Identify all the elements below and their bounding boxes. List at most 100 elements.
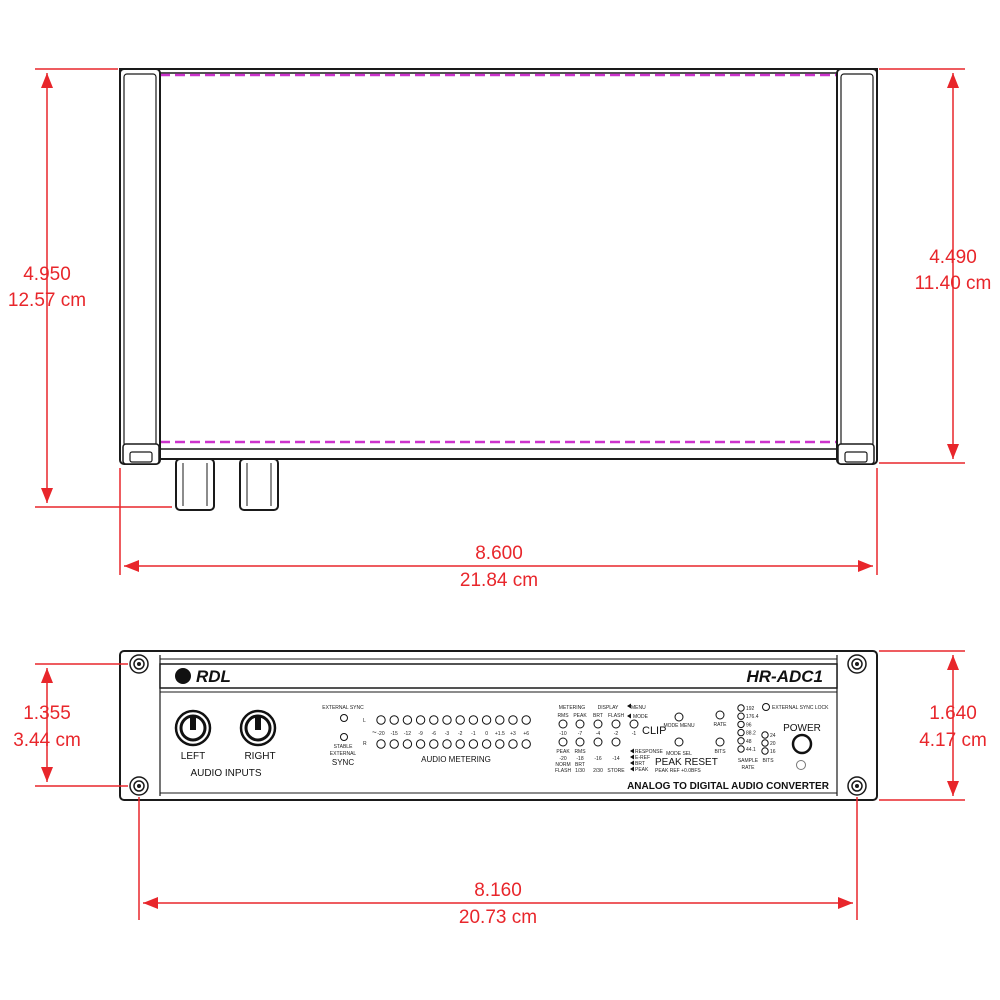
display-mode-button[interactable]: [611, 737, 621, 747]
external-sync-label: EXTERNAL SYNC: [322, 705, 364, 711]
meter-led-right: [495, 739, 505, 749]
sample-rate-label: 48: [746, 739, 752, 745]
model-name: HR-ADC1: [747, 667, 824, 686]
mode-label: MODE: [633, 714, 649, 720]
bit-depth-label: 16: [770, 749, 776, 755]
stable-label: STABLE: [334, 744, 353, 750]
top-view: [119, 68, 878, 511]
meter-inf-icon: ~: [372, 728, 377, 737]
bit-depth-led: [761, 731, 769, 739]
meter-led-right: [508, 739, 518, 749]
meter-value-label: BRT: [575, 762, 585, 768]
response-arrow-icon: [630, 748, 634, 754]
display-mode-button[interactable]: [575, 719, 585, 729]
meter-led-right: [481, 739, 492, 749]
front-width-inches: 8.160: [474, 880, 522, 901]
display-mode-button[interactable]: [611, 719, 621, 729]
audio-inputs-label: AUDIO INPUTS: [190, 768, 261, 779]
response-arrow-icon: [630, 760, 634, 766]
meter-value-label: -7: [578, 731, 583, 737]
meter-channel-left: L: [363, 718, 366, 724]
display-mode-button[interactable]: [558, 737, 568, 747]
rate-label: RATE: [742, 765, 756, 771]
bits-button[interactable]: [715, 737, 725, 747]
meter-scale-label: -3: [445, 731, 450, 737]
clip-label: CLIP: [642, 725, 666, 737]
front-height-right-inches: 1.640: [929, 703, 977, 724]
bits-button-label: BITS: [714, 749, 726, 755]
display-mode-button[interactable]: [629, 719, 639, 729]
sample-rate-led: [737, 712, 745, 720]
meter-value-label: -18: [576, 756, 583, 762]
sample-label: SAMPLE: [738, 758, 759, 764]
top-height-cm: 12.57 cm: [8, 290, 86, 311]
display-mode-button[interactable]: [593, 719, 603, 729]
meter-value-label: PEAK: [556, 749, 570, 755]
left-rail: [119, 68, 161, 465]
left-input-knob[interactable]: [174, 709, 212, 747]
meter-led-right: [429, 739, 439, 749]
top-height-dimension: 4.950 12.57 cm: [8, 68, 172, 508]
front-width-dimension: 8.160 20.73 cm: [138, 797, 858, 928]
meter-scale-label: +1.5: [495, 731, 505, 737]
meter-scale-label: -9: [418, 731, 423, 737]
left-knob-label: LEFT: [181, 751, 205, 762]
meter-channel-right: R: [363, 741, 367, 747]
left-knob-top: [175, 458, 215, 511]
sample-rate-led: [737, 728, 745, 737]
meter-scale-label: +3: [510, 731, 516, 737]
sample-rate-label: 96: [746, 722, 752, 728]
meter-led-left: [481, 715, 492, 725]
right-input-knob[interactable]: [239, 709, 277, 747]
right-rail: [836, 68, 878, 465]
screw-bottom-right: [847, 776, 867, 796]
mode-sel-button[interactable]: [674, 737, 684, 747]
response-arrow-icon: [630, 766, 634, 772]
top-body-outline: [119, 68, 878, 460]
meter-led-left: [402, 715, 413, 725]
power-led: [796, 760, 806, 770]
front-height-right-dimension: 1.640 4.17 cm: [879, 650, 987, 801]
display-mode-button[interactable]: [558, 719, 568, 729]
sample-rate-label: 44.1: [746, 747, 756, 753]
meter-value-label: 1/30: [575, 768, 585, 774]
screw-top-left: [129, 654, 149, 674]
meter-scale-label: -20: [377, 731, 384, 737]
meter-led-right: [402, 739, 413, 749]
top-depth-inches: 4.490: [929, 247, 977, 268]
meter-scale-label: -2: [458, 731, 463, 737]
power-label: POWER: [783, 723, 821, 734]
converter-label: ANALOG TO DIGITAL AUDIO CONVERTER: [627, 781, 830, 792]
meter-value-label: -16: [594, 756, 601, 762]
meter-led-left: [429, 715, 439, 725]
top-depth-dimension: 4.490 11.40 cm: [879, 68, 991, 464]
meter-led-left: [455, 715, 465, 725]
screw-top-right: [847, 654, 867, 674]
power-button[interactable]: [791, 733, 813, 755]
sync-lock-led: [762, 703, 770, 711]
display-mode-button[interactable]: [593, 737, 603, 747]
meter-scale-label: +6: [523, 731, 529, 737]
bit-depth-label: 20: [770, 741, 776, 747]
response-arrow-icon: [630, 754, 634, 760]
meter-led-right: [468, 739, 479, 749]
meter-led-left: [376, 715, 386, 725]
mode-arrow-icon: [627, 713, 631, 719]
sample-rate-led: [737, 720, 745, 729]
mode-menu-button[interactable]: [674, 712, 684, 722]
front-height-left-inches: 1.355: [23, 703, 71, 724]
meter-value-label: -1: [632, 731, 637, 737]
audio-metering-label: AUDIO METERING: [421, 755, 491, 764]
display-mode-button[interactable]: [575, 737, 585, 747]
rate-button[interactable]: [715, 710, 725, 720]
front-width-cm: 20.73 cm: [459, 907, 537, 928]
top-width-inches: 8.600: [475, 543, 523, 564]
front-height-right-cm: 4.17 cm: [919, 730, 987, 751]
meter-scale-label: -12: [404, 731, 411, 737]
